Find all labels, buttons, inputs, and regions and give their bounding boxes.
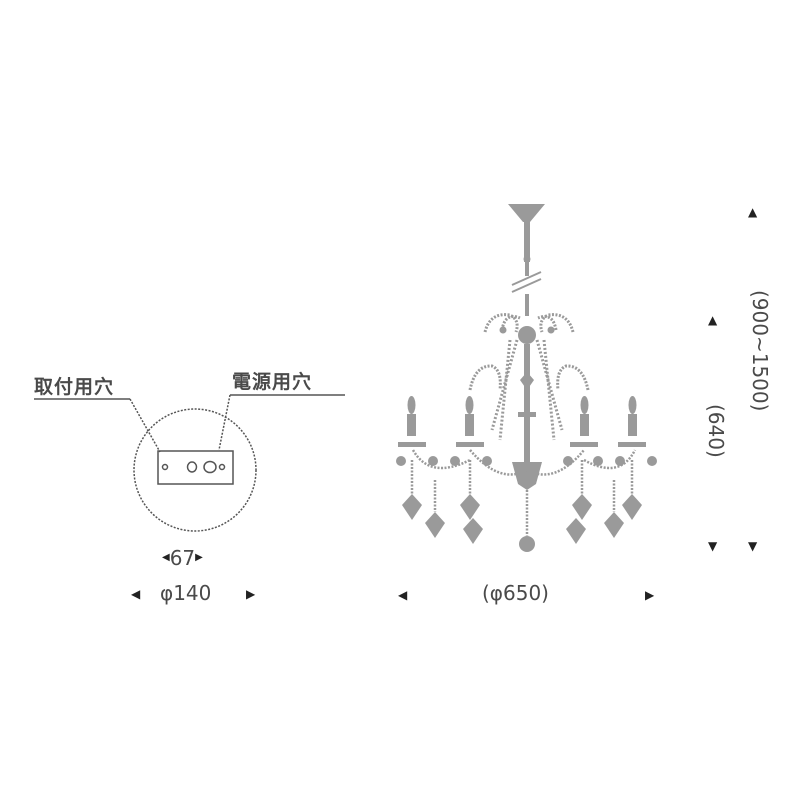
mounting-bracket xyxy=(157,450,234,485)
body-height-value: (640) xyxy=(704,404,728,458)
chandelier-drawing xyxy=(396,204,657,552)
arrow-down-icon: ▼ xyxy=(708,539,718,553)
arrow-right-icon: ▶ xyxy=(645,588,655,602)
arrow-right-icon: ▶ xyxy=(246,587,256,601)
fixture-width-value: (φ650) xyxy=(482,581,549,605)
base-diameter-value: φ140 xyxy=(160,581,212,605)
hole-spacing-dimension: ◀ 67 ▶ xyxy=(162,546,203,570)
total-height-value: (900~1500) xyxy=(748,290,772,412)
hole-spacing-value: 67 xyxy=(169,546,196,570)
base-circle xyxy=(133,408,257,532)
arrow-up-icon: ▲ xyxy=(748,205,758,219)
arrow-left-icon: ◀ xyxy=(131,587,141,601)
arrow-left-icon: ◀ xyxy=(398,588,408,602)
base-plate-drawing xyxy=(34,394,345,532)
mount-hole-label: 取付用穴 xyxy=(34,376,115,398)
arrow-left-icon: ◀ xyxy=(162,552,170,563)
arrow-up-icon: ▲ xyxy=(708,313,718,327)
arrow-down-icon: ▼ xyxy=(748,539,758,553)
arrow-right-icon: ▶ xyxy=(195,552,203,563)
power-hole-label: 電源用穴 xyxy=(232,371,313,393)
